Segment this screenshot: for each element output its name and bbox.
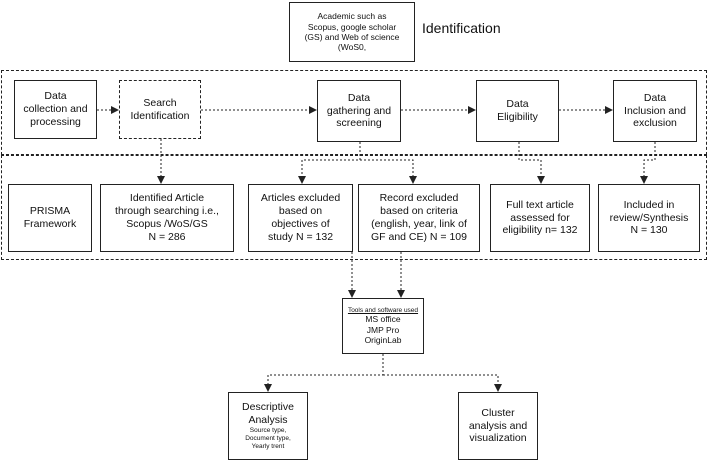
result-line: Articles excluded	[260, 192, 341, 205]
analysis-detail-line: Document type,	[245, 435, 291, 443]
edge-tools-analysis	[264, 354, 384, 392]
stage-line: Data	[643, 91, 667, 104]
stage-data-eligibility: Data Eligibility	[476, 80, 559, 142]
stage-line: collection and	[23, 103, 88, 116]
analysis-title-line: Cluster	[481, 406, 515, 419]
analysis-detail-line: Source type,	[249, 427, 287, 435]
stage-line: processing	[30, 115, 81, 128]
analysis-title-line: Descriptive	[242, 400, 294, 413]
source-line: Scopus, google scholar	[307, 21, 397, 32]
result-line: Scopus /WoS/GS	[126, 218, 208, 230]
result-line: Included in	[623, 198, 675, 211]
analysis-detail-line: Yearly trent	[251, 443, 285, 451]
cluster-analysis-box: Cluster analysis and visualization	[458, 392, 538, 460]
tool-item: MS office	[365, 314, 401, 325]
source-line: (GS) and Web of science	[304, 32, 400, 42]
stage-data-gathering: Data gathering and screening	[317, 80, 401, 142]
stage-line: Data	[44, 90, 67, 103]
analysis-title-line: Analysis	[248, 413, 288, 426]
result-line: eligibility n= 132	[502, 224, 578, 237]
result-line: based on	[278, 205, 323, 218]
analysis-title-line: analysis and	[468, 419, 528, 432]
stage-line: Data	[347, 91, 371, 104]
result-line: based on criteria	[380, 205, 458, 218]
result-line: GF and CE) N = 109	[370, 230, 467, 243]
result-group-frame	[1, 155, 707, 260]
edge-tools-cluster	[383, 374, 502, 392]
stage-line: gathering and	[326, 104, 392, 117]
result-line: Identified Article	[129, 192, 205, 205]
stage-search-identification: Search Identification	[119, 80, 201, 139]
stage-line: exclusion	[633, 117, 677, 130]
stage-data-inclusion: Data Inclusion and exclusion	[613, 80, 697, 142]
edge-inclusion-included	[640, 142, 656, 184]
tools-software-box: Tools and software used MS office JMP Pr…	[342, 298, 424, 354]
result-line: (english, year, link of	[371, 218, 467, 230]
stage-line: Identification	[130, 109, 190, 122]
result-line: PRISMA	[29, 205, 71, 218]
result-line: N = 130	[630, 224, 668, 237]
result-line: N = 286	[148, 230, 186, 243]
result-line: objectives of	[271, 218, 330, 230]
result-line: Framework	[23, 218, 77, 230]
included-review-box: Included in review/Synthesis N = 130	[598, 184, 700, 252]
stage-line: Eligibility	[497, 111, 538, 123]
stage-line: Inclusion and	[624, 104, 686, 117]
tools-heading: Tools and software used	[347, 306, 419, 314]
descriptive-analysis-box: Descriptive Analysis Source type, Docume…	[228, 392, 308, 460]
source-databases-box: Academic such as Scopus, google scholar …	[289, 2, 415, 62]
stage-line: screening	[336, 117, 382, 130]
result-line: assessed for	[510, 211, 570, 224]
result-line: Full text article	[506, 198, 574, 211]
articles-excluded-box: Articles excluded based on objectives of…	[248, 184, 353, 252]
analysis-title-line: visualization	[469, 432, 527, 445]
result-line: review/Synthesis	[609, 211, 689, 224]
stage-line: Data	[506, 98, 529, 111]
edge-gathering-criteria	[360, 159, 417, 184]
stage-data-collection: Data collection and processing	[14, 80, 97, 139]
identification-label: Identification	[422, 20, 501, 36]
edge-eligibility-fulltext	[518, 142, 545, 184]
result-line: study N = 132	[267, 230, 334, 243]
source-line: Academic such as	[317, 11, 387, 22]
source-line: (WoS0,	[337, 42, 367, 53]
result-line: Record excluded	[379, 192, 459, 205]
tool-item: OriginLab	[364, 335, 402, 346]
result-line: through searching i.e.,	[115, 205, 219, 218]
identified-articles-box: Identified Article through searching i.e…	[100, 184, 234, 252]
full-text-assessed-box: Full text article assessed for eligibili…	[490, 184, 590, 252]
stage-group-frame	[1, 70, 707, 155]
edge-gathering-excluded	[298, 142, 361, 184]
prisma-framework-box: PRISMA Framework	[8, 184, 92, 252]
stage-line: Search	[143, 96, 177, 109]
records-excluded-box: Record excluded based on criteria (engli…	[358, 184, 480, 252]
tool-item: JMP Pro	[366, 324, 400, 335]
